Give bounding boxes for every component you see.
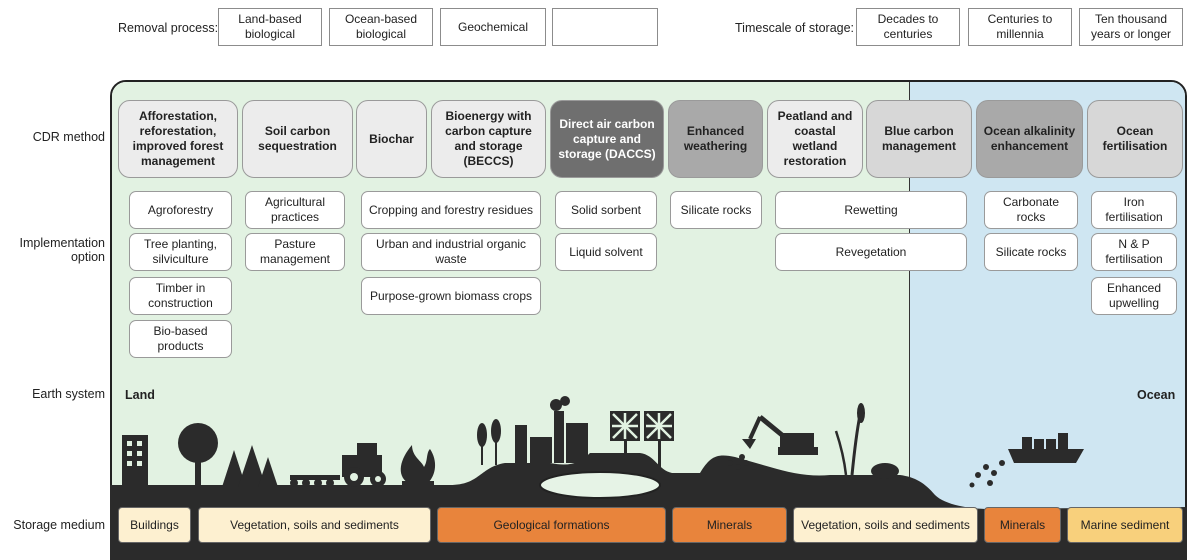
method-ocean-alkalinity: Ocean alkalinity enhancement [976, 100, 1083, 178]
legend-decades: Decades to centuries [856, 8, 960, 46]
option-tree-planting: Tree planting, silviculture [129, 233, 232, 271]
timescale-label: Timescale of storage: [735, 21, 855, 35]
row-label-storage-medium: Storage medium [13, 518, 105, 532]
method-ocean-fertilisation: Ocean fertilisation [1087, 100, 1183, 178]
option-silicate-rocks-ocean: Silicate rocks [984, 233, 1078, 271]
option-agroforestry: Agroforestry [129, 191, 232, 229]
option-rewetting: Rewetting [775, 191, 967, 229]
ship-icon [1008, 433, 1084, 463]
method-beccs: Bioenergy with carbon capture and storag… [431, 100, 546, 178]
removal-process-label: Removal process: [118, 21, 219, 35]
geological-reservoir-shape [539, 471, 661, 499]
storage-marine-sediment: Marine sediment [1067, 507, 1183, 543]
legend-chemical: Chemical [552, 8, 658, 46]
method-peatland: Peatland and coastal wetland restoration [767, 100, 863, 178]
option-cropping-residues: Cropping and forestry residues [361, 191, 541, 229]
method-afforestation: Afforestation, reforestation, improved f… [118, 100, 238, 178]
land-label: Land [125, 388, 155, 402]
option-agricultural-practices: Agricultural practices [245, 191, 345, 229]
legend-ten-thousand: Ten thousand years or longer [1079, 8, 1183, 46]
storage-buildings: Buildings [118, 507, 191, 543]
option-enhanced-upwelling: Enhanced upwelling [1091, 277, 1177, 315]
option-revegetation: Revegetation [775, 233, 967, 271]
reeds-icon [834, 403, 899, 479]
option-pasture: Pasture management [245, 233, 345, 271]
storage-vegetation-wetland: Vegetation, soils and sediments [793, 507, 978, 543]
legend-centuries: Centuries to millennia [968, 8, 1072, 46]
option-bio-based: Bio-based products [129, 320, 232, 358]
option-carbonate-rocks: Carbonate rocks [984, 191, 1078, 229]
row-label-cdr-method: CDR method [32, 130, 105, 144]
storage-minerals-land: Minerals [672, 507, 787, 543]
storage-vegetation-land: Vegetation, soils and sediments [198, 507, 431, 543]
method-blue-carbon: Blue carbon management [866, 100, 972, 178]
option-timber: Timber in construction [129, 277, 232, 315]
option-solid-sorbent: Solid sorbent [555, 191, 657, 229]
row-label-earth-system: Earth system [32, 387, 105, 401]
option-np-fertilisation: N & P fertilisation [1091, 233, 1177, 271]
legend-land-based: Land-based biological [218, 8, 322, 46]
method-enhanced-weathering: Enhanced weathering [668, 100, 763, 178]
legend-ocean-based: Ocean-based biological [329, 8, 433, 46]
ocean-particles-icon [969, 460, 1005, 488]
storage-geological: Geological formations [437, 507, 666, 543]
building-icon [122, 435, 148, 487]
option-iron-fertilisation: Iron fertilisation [1091, 191, 1177, 229]
dac-fans-icon [610, 411, 674, 471]
forest-icon [178, 423, 278, 487]
method-soil-carbon: Soil carbon sequestration [242, 100, 353, 178]
excavator-icon [742, 415, 818, 455]
method-daccs: Direct air carbon capture and storage (D… [550, 100, 664, 178]
ocean-label: Ocean [1137, 388, 1176, 402]
option-liquid-solvent: Liquid solvent [555, 233, 657, 271]
option-silicate-rocks-land: Silicate rocks [670, 191, 762, 229]
option-purpose-grown: Purpose-grown biomass crops [361, 277, 541, 315]
crops-icon [477, 419, 501, 465]
storage-minerals-ocean: Minerals [984, 507, 1061, 543]
fire-icon [400, 445, 436, 483]
row-label-implementation: Implementation option [19, 236, 105, 264]
method-biochar: Biochar [356, 100, 427, 178]
legend-geochemical: Geochemical [440, 8, 546, 46]
tractor-icon [290, 443, 386, 487]
factory-icon [515, 396, 588, 463]
rocks-icon [727, 454, 757, 470]
option-urban-waste: Urban and industrial organic waste [361, 233, 541, 271]
